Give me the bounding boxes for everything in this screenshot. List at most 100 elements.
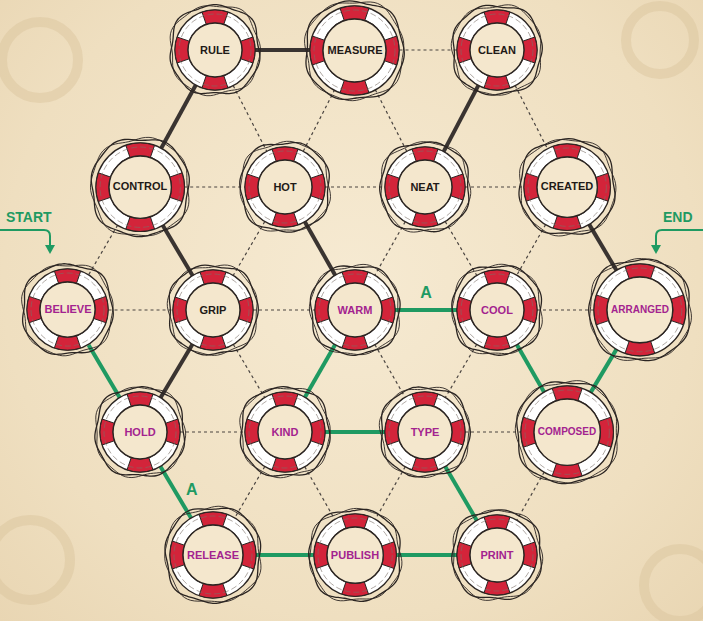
ring-hole bbox=[183, 525, 243, 585]
ring-red-band bbox=[342, 270, 368, 284]
ring-red-band bbox=[200, 336, 226, 350]
ring-word: COOL bbox=[481, 305, 513, 316]
ring-hole bbox=[258, 405, 312, 459]
connector bbox=[517, 472, 544, 520]
ring-band bbox=[315, 270, 395, 350]
life-ring-node: CLEAN bbox=[446, 0, 548, 101]
ring-red-band bbox=[385, 419, 399, 445]
ring-red-band bbox=[200, 270, 226, 284]
ring-stitch bbox=[389, 396, 461, 468]
connector bbox=[515, 86, 547, 149]
ring-red-band bbox=[412, 392, 438, 406]
rope bbox=[590, 259, 692, 361]
ring-band bbox=[457, 10, 537, 90]
life-ring-node: PUBLISH bbox=[303, 503, 407, 607]
edge-letter: A bbox=[186, 481, 198, 499]
ring-hole bbox=[258, 160, 312, 214]
ring-band bbox=[100, 392, 180, 472]
connector bbox=[184, 186, 245, 187]
connector bbox=[325, 430, 385, 434]
ring-red-band bbox=[173, 297, 187, 323]
ring-band bbox=[594, 264, 686, 356]
start-end-label: START bbox=[6, 209, 52, 225]
ring-red-band bbox=[166, 419, 180, 445]
rope bbox=[452, 266, 542, 355]
ring-red-band bbox=[385, 174, 399, 200]
ring-hole bbox=[327, 527, 383, 583]
connector bbox=[395, 308, 457, 312]
start-arrowhead bbox=[45, 245, 55, 254]
ring-hole bbox=[109, 156, 171, 218]
ring-word: PUBLISH bbox=[331, 550, 379, 561]
ring-stitch bbox=[318, 518, 392, 592]
connector bbox=[255, 48, 310, 52]
rope bbox=[310, 266, 400, 355]
ring-red-band bbox=[484, 515, 510, 529]
connector bbox=[305, 467, 335, 519]
connector bbox=[465, 186, 524, 187]
connector bbox=[465, 431, 521, 432]
life-ring-node: GRIP bbox=[162, 259, 264, 361]
life-ring-node: RULE bbox=[164, 0, 266, 101]
ring-band bbox=[385, 147, 465, 227]
ring-band bbox=[385, 392, 465, 472]
rope bbox=[306, 0, 404, 99]
ring-red-band bbox=[412, 213, 438, 227]
rope bbox=[380, 142, 469, 232]
ring-stitch bbox=[179, 14, 251, 86]
ring-red-band bbox=[245, 174, 259, 200]
life-ring-node: COMPOSED bbox=[510, 375, 624, 489]
rope bbox=[96, 387, 186, 477]
connector bbox=[109, 309, 173, 310]
ring-word: MEASURE bbox=[327, 45, 382, 56]
ring-red-band bbox=[311, 419, 325, 445]
ring-word: HOLD bbox=[124, 427, 155, 438]
ring-band bbox=[310, 5, 399, 94]
ring-hole bbox=[188, 23, 242, 77]
connector bbox=[89, 345, 120, 398]
ring-hole bbox=[470, 528, 524, 582]
ring-hole bbox=[470, 283, 524, 337]
rope bbox=[169, 265, 258, 355]
ring-stitch bbox=[174, 516, 252, 594]
ring-stitch bbox=[461, 274, 533, 346]
connector bbox=[233, 222, 265, 276]
ring-word: CREATED bbox=[541, 181, 593, 192]
ring-stitch bbox=[461, 519, 533, 591]
ring-stitch bbox=[525, 390, 609, 474]
life-ring-node: MEASURE bbox=[299, 0, 410, 106]
rope bbox=[309, 509, 400, 601]
ring-red-band bbox=[175, 37, 189, 63]
ring-red-band bbox=[457, 542, 471, 568]
ring-hole bbox=[537, 157, 597, 217]
connector bbox=[396, 553, 457, 557]
ring-red-band bbox=[202, 10, 228, 24]
connector bbox=[235, 467, 265, 518]
ring-word: PRINT bbox=[481, 550, 514, 561]
connector bbox=[233, 344, 264, 397]
ring-red-band bbox=[523, 297, 537, 323]
rope bbox=[95, 387, 185, 476]
ring-word: RULE bbox=[200, 45, 230, 56]
ring-stitch bbox=[461, 14, 533, 86]
ring-word: HOT bbox=[273, 182, 296, 193]
ring-stitch bbox=[104, 396, 176, 468]
rope bbox=[309, 508, 401, 600]
ring-band bbox=[96, 143, 184, 231]
life-ring-node: CONTROL bbox=[85, 132, 195, 242]
rope bbox=[379, 387, 469, 477]
rope bbox=[90, 137, 188, 235]
ring-band bbox=[457, 270, 537, 350]
rope bbox=[519, 139, 615, 234]
life-ring-node: COOL bbox=[446, 259, 548, 361]
ring-band bbox=[521, 386, 613, 478]
ring-red-band bbox=[451, 419, 465, 445]
ring-hole bbox=[398, 160, 452, 214]
ring-hole bbox=[113, 405, 167, 459]
end-arrowhead bbox=[651, 245, 661, 254]
ring-band bbox=[457, 515, 537, 595]
rope bbox=[309, 264, 399, 354]
connector bbox=[375, 90, 407, 152]
ring-red-band bbox=[272, 147, 298, 161]
connector bbox=[375, 345, 405, 398]
